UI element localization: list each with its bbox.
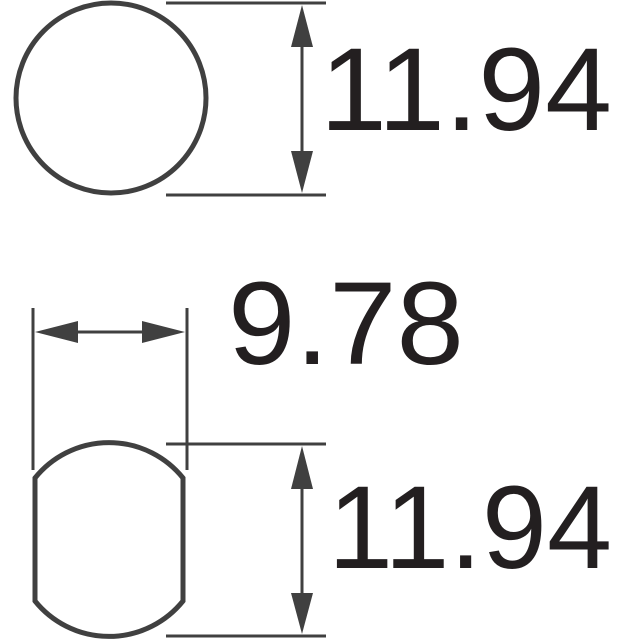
arrow-up-icon bbox=[291, 446, 313, 489]
flatted-outline bbox=[32, 440, 186, 639]
height-label-bottom: 11.94 bbox=[328, 462, 612, 594]
arrow-right-icon bbox=[142, 321, 185, 343]
flatted-view: 9.78 11.94 bbox=[31, 258, 612, 639]
round-outline bbox=[13, 0, 209, 196]
round-view: 11.94 bbox=[13, 0, 612, 197]
arrow-down-icon bbox=[291, 593, 313, 634]
vertical-dimension-arrow-2 bbox=[291, 446, 313, 634]
arrow-up-icon bbox=[291, 5, 313, 47]
vertical-dimension-arrow bbox=[291, 5, 313, 193]
horizontal-dimension-arrow bbox=[35, 321, 185, 343]
arrow-left-icon bbox=[35, 321, 78, 343]
height-label-top: 11.94 bbox=[320, 24, 612, 156]
width-label: 9.78 bbox=[228, 258, 464, 390]
arrow-down-icon bbox=[291, 151, 313, 193]
